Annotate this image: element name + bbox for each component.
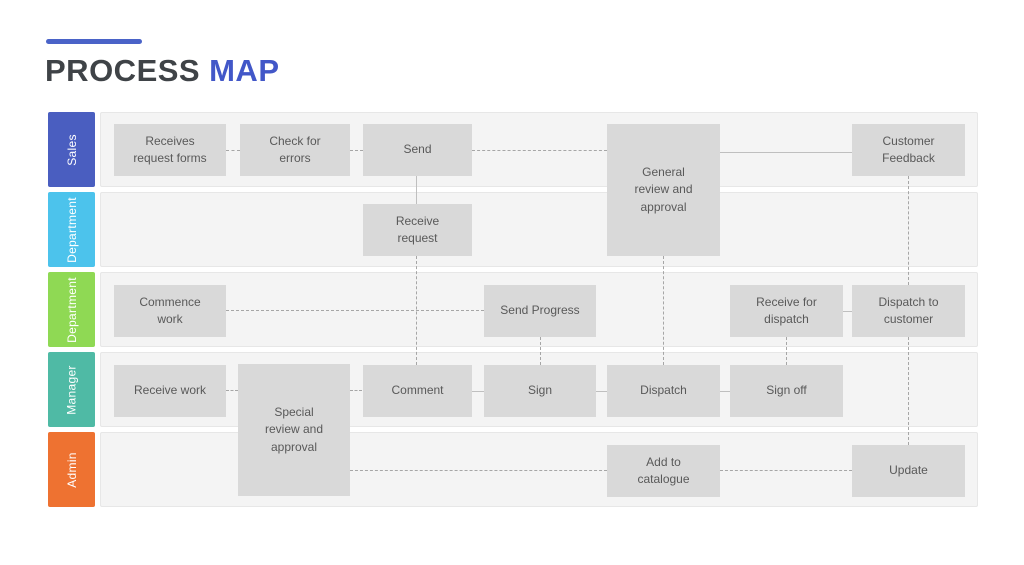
edge-commence-to-send-progress bbox=[226, 310, 484, 311]
edge-receives-to-check bbox=[226, 150, 240, 151]
node-commence-work: Commence work bbox=[114, 285, 226, 337]
node-sign: Sign bbox=[484, 365, 596, 417]
lane-label-sales: Sales bbox=[48, 112, 95, 187]
lane-label-department-1: Department bbox=[48, 192, 95, 267]
edge-send-to-general-review bbox=[472, 150, 607, 151]
edge-receive-dispatch-to-sign-off bbox=[786, 337, 787, 365]
lane-label-sales-text: Sales bbox=[64, 133, 79, 166]
title-word-process: PROCESS bbox=[45, 53, 201, 88]
edge-send-to-receive-request bbox=[416, 176, 417, 204]
node-dispatch: Dispatch bbox=[607, 365, 720, 417]
node-update: Update bbox=[852, 445, 965, 497]
edge-special-review-to-add-to-catalogue bbox=[350, 470, 607, 471]
title-word-map: MAP bbox=[209, 53, 280, 88]
edge-receive-dispatch-to-dispatch-customer bbox=[843, 311, 852, 312]
node-send: Send bbox=[363, 124, 472, 176]
edge-dispatch-to-sign-off bbox=[720, 391, 730, 392]
node-receive-request: Receive request bbox=[363, 204, 472, 256]
node-special-review-and-approval: Special review and approval bbox=[238, 364, 350, 496]
node-comment: Comment bbox=[363, 365, 472, 417]
edge-general-review-to-customer-feedback bbox=[720, 152, 852, 153]
edge-send-progress-to-sign bbox=[540, 337, 541, 365]
edge-receive-request-to-comment bbox=[416, 256, 417, 365]
lane-label-admin: Admin bbox=[48, 432, 95, 507]
node-send-progress: Send Progress bbox=[484, 285, 596, 337]
lane-label-manager: Manager bbox=[48, 352, 95, 427]
edge-receive-work-to-special-review bbox=[226, 390, 238, 391]
edge-customer-feedback-to-dispatch-customer bbox=[908, 176, 909, 285]
edge-special-review-to-comment bbox=[350, 390, 362, 391]
edge-check-to-send bbox=[350, 150, 363, 151]
node-dispatch-to-customer: Dispatch to customer bbox=[852, 285, 965, 337]
node-customer-feedback: Customer Feedback bbox=[852, 124, 965, 176]
node-receive-for-dispatch: Receive for dispatch bbox=[730, 285, 843, 337]
lane-row-department-1 bbox=[100, 192, 978, 267]
edge-comment-to-sign bbox=[472, 391, 484, 392]
edge-add-to-catalogue-to-update bbox=[720, 470, 852, 471]
node-general-review-and-approval: General review and approval bbox=[607, 124, 720, 256]
title-accent-bar bbox=[46, 39, 142, 44]
node-sign-off: Sign off bbox=[730, 365, 843, 417]
lane-label-department-2-text: Department bbox=[64, 276, 79, 343]
node-add-to-catalogue: Add to catalogue bbox=[607, 445, 720, 497]
lane-label-admin-text: Admin bbox=[64, 451, 79, 488]
node-check-for-errors: Check for errors bbox=[240, 124, 350, 176]
lane-label-manager-text: Manager bbox=[64, 364, 79, 415]
edge-general-review-to-dispatch bbox=[663, 256, 664, 365]
edge-sign-to-dispatch bbox=[596, 391, 607, 392]
node-receive-work: Receive work bbox=[114, 365, 226, 417]
lane-label-department-2: Department bbox=[48, 272, 95, 347]
edge-dispatch-customer-to-update bbox=[908, 337, 909, 445]
lane-label-department-1-text: Department bbox=[64, 196, 79, 263]
node-receives-request-forms: Receives request forms bbox=[114, 124, 226, 176]
